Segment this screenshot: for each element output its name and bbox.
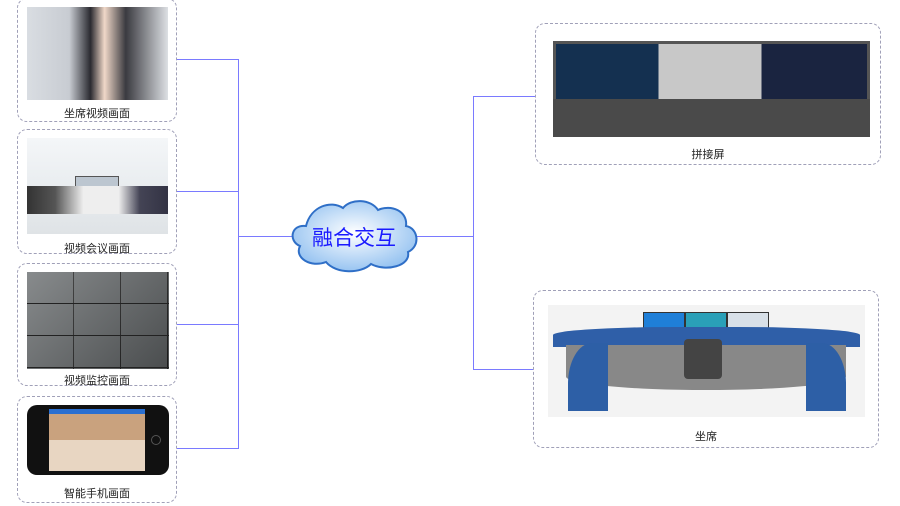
source-label: 智能手机画面 <box>64 487 130 500</box>
connector <box>177 191 238 192</box>
fusion-cloud: 融合交互 <box>286 196 422 274</box>
target-label: 拼接屏 <box>691 148 725 161</box>
source-video-conference: 视频会议画面 <box>17 129 177 255</box>
connector <box>416 236 473 237</box>
cloud-icon <box>291 200 418 273</box>
agent-headset-photo <box>27 7 168 100</box>
connector <box>177 59 238 60</box>
target-console: 坐席 <box>533 290 879 448</box>
source-smartphone: 智能手机画面 <box>17 396 177 503</box>
console-desk-photo <box>548 305 865 417</box>
source-label: 坐席视频画面 <box>64 107 130 120</box>
source-label: 视频监控画面 <box>64 374 130 387</box>
video-conference-photo <box>27 138 168 234</box>
connector <box>473 369 533 370</box>
center-label: 融合交互 <box>312 226 396 250</box>
connector <box>238 236 293 237</box>
source-surveillance: 视频监控画面 <box>17 263 177 387</box>
source-agent-video: 坐席视频画面 <box>17 0 177 122</box>
target-video-wall: 拼接屏 <box>535 23 881 165</box>
source-label: 视频会议画面 <box>64 242 130 255</box>
connector <box>238 59 239 449</box>
surveillance-grid-photo <box>27 272 169 369</box>
connector <box>473 96 535 97</box>
smartphone-photo <box>27 405 169 475</box>
connector <box>177 448 238 449</box>
target-label: 坐席 <box>695 430 717 443</box>
video-wall-photo <box>553 41 870 137</box>
connector <box>177 324 238 325</box>
connector <box>473 96 474 369</box>
